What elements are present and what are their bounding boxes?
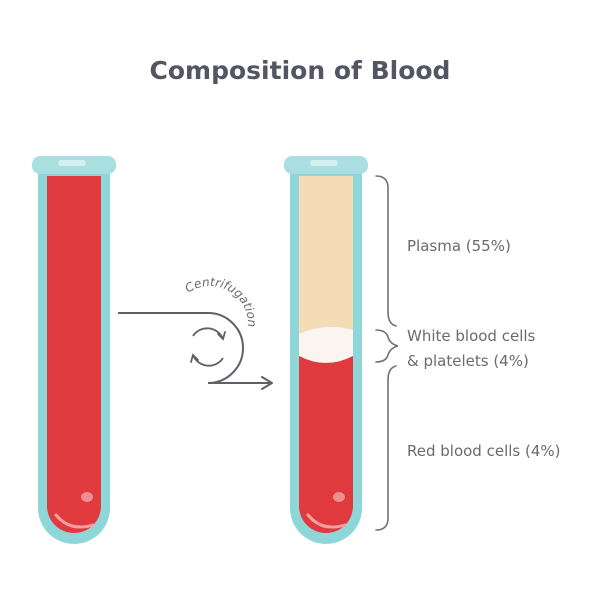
layer-brackets	[375, 175, 399, 531]
arrowhead	[261, 376, 273, 390]
centrifugation-label: Centrifugation	[183, 275, 260, 327]
white-cells-label-line1: White blood cells	[407, 327, 536, 345]
plasma-bracket	[375, 175, 397, 327]
tube-shine	[54, 513, 95, 529]
separated-blood-tube	[284, 156, 368, 544]
buffy-coat-layer	[299, 326, 353, 363]
tube-shine	[306, 513, 347, 529]
tube-highlight	[333, 492, 345, 502]
red-cells-label: Red blood cells (4%)	[407, 442, 561, 460]
whole-blood-fill	[47, 176, 101, 533]
cap-shine	[310, 160, 338, 166]
centrifuge-arrow	[118, 312, 270, 384]
red-cell-bracket	[375, 365, 397, 531]
whole-blood-tube	[32, 156, 116, 544]
page-title: Composition of Blood	[150, 56, 451, 85]
cap-shine	[58, 160, 86, 166]
rotate-arrows-icon	[190, 327, 226, 367]
centrifugation-process: Centrifugation	[118, 275, 273, 390]
white-cells-label-line2: & platelets (4%)	[407, 352, 529, 370]
red-cell-layer	[299, 356, 353, 533]
white-cell-bracket	[375, 329, 399, 363]
plasma-layer	[299, 176, 353, 334]
plasma-label: Plasma (55%)	[407, 237, 511, 255]
tube-highlight	[81, 492, 93, 502]
